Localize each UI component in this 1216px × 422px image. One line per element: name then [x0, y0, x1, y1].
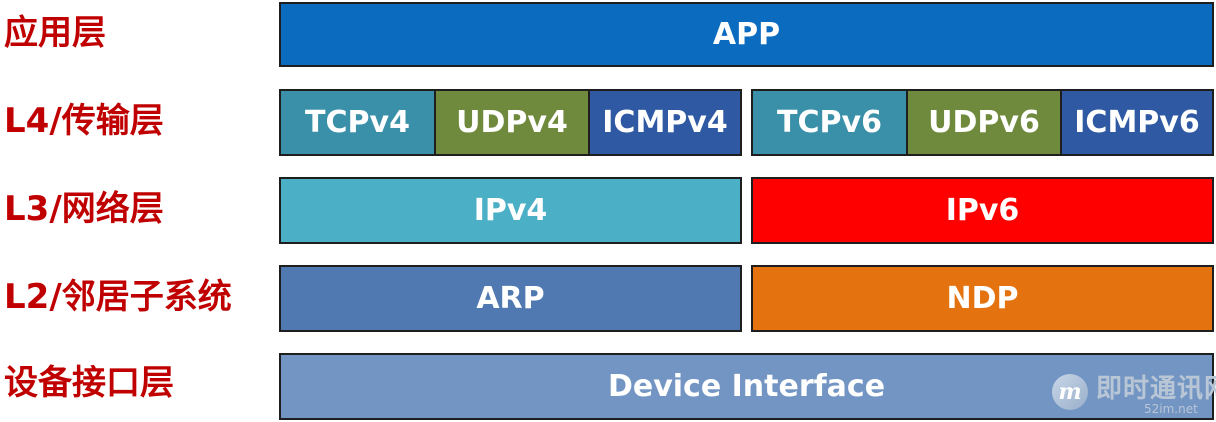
- watermark-url: 52im.net: [1144, 402, 1198, 416]
- arp-box: ARP: [279, 265, 742, 332]
- layer-label-transport: L4/传输层: [4, 101, 164, 141]
- icmpv4-box: ICMPv4: [588, 89, 742, 156]
- tcpv6-box: TCPv6: [751, 89, 908, 156]
- layer-label-device: 设备接口层: [4, 363, 174, 403]
- watermark: m 即时通讯网 52im.net: [1048, 366, 1216, 418]
- icmpv6-box: ICMPv6: [1060, 89, 1214, 156]
- layer-label-network: L3/网络层: [4, 189, 164, 229]
- watermark-logo-icon: m: [1052, 374, 1088, 410]
- app-box: APP: [279, 2, 1214, 67]
- tcpv4-box: TCPv4: [279, 89, 436, 156]
- ndp-box: NDP: [751, 265, 1214, 332]
- udpv6-box: UDPv6: [906, 89, 1062, 156]
- layer-label-neighbor: L2/邻居子系统: [4, 277, 232, 317]
- watermark-text: 即时通讯网: [1096, 374, 1216, 404]
- udpv4-box: UDPv4: [434, 89, 590, 156]
- layer-label-application: 应用层: [4, 13, 106, 53]
- ipv6-box: IPv6: [751, 177, 1214, 244]
- ipv4-box: IPv4: [279, 177, 742, 244]
- watermark-logo-letter: m: [1058, 379, 1081, 405]
